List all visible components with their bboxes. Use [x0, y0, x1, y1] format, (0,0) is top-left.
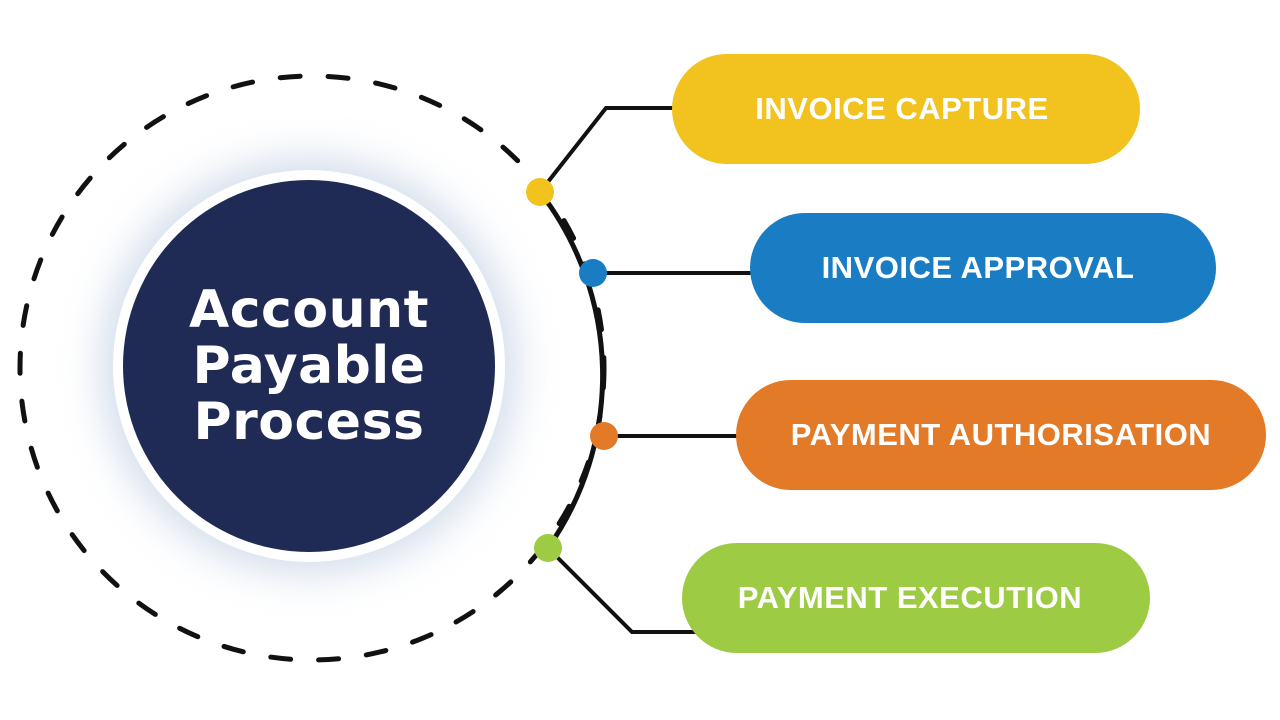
connector-payment-execution	[546, 546, 700, 634]
step-label: INVOICE APPROVAL	[821, 250, 1135, 285]
central-circle: Account Payable Process	[113, 170, 505, 562]
step-label: PAYMENT EXECUTION	[737, 580, 1083, 615]
step-payment-execution: PAYMENT EXECUTION	[682, 543, 1150, 653]
step-invoice-capture: INVOICE CAPTURE	[672, 54, 1140, 164]
node-dot-payment-authorisation	[590, 422, 618, 450]
step-label: PAYMENT AUTHORISATION	[790, 417, 1212, 452]
title-line-2: Payable	[192, 336, 426, 396]
title-line-1: Account	[188, 280, 429, 340]
title-line-3: Process	[193, 392, 425, 452]
central-circle-fill: Account Payable Process	[123, 180, 495, 552]
step-payment-authorisation: PAYMENT AUTHORISATION	[736, 380, 1266, 490]
node-dot-payment-execution	[534, 534, 562, 562]
node-dot-invoice-capture	[526, 178, 554, 206]
solid-arc	[538, 190, 606, 550]
node-dot-invoice-approval	[579, 259, 607, 287]
step-label: INVOICE CAPTURE	[755, 91, 1049, 126]
connector-invoice-capture	[538, 106, 680, 194]
step-invoice-approval: INVOICE APPROVAL	[750, 213, 1216, 323]
